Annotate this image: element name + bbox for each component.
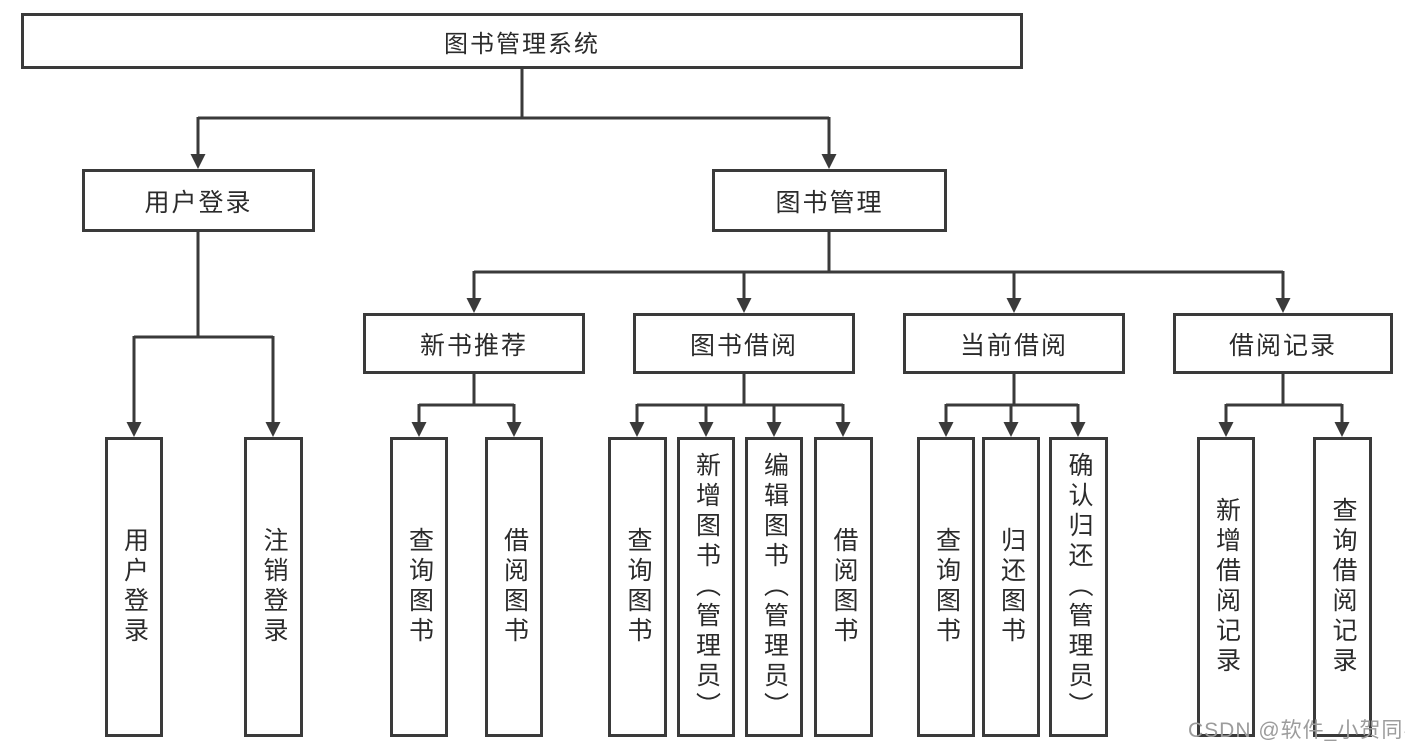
leaf-return-book: 归还图书 [982, 437, 1040, 737]
leaf-edit-book-admin: 编辑图书（管理员） [745, 437, 803, 737]
node-new-book-recommendation-label: 新书推荐 [419, 331, 528, 360]
leaf-add-borrow-record: 新增借阅记录 [1197, 437, 1255, 737]
node-borrow-records: 借阅记录 [1173, 313, 1393, 374]
leaf-add-borrow-record-label: 新增借阅记录 [1212, 497, 1241, 677]
leaf-query-borrow-record-label: 查询借阅记录 [1329, 497, 1357, 677]
leaf-logout: 注销登录 [244, 437, 303, 737]
node-borrow-records-label: 借阅记录 [1228, 331, 1337, 360]
leaf-query-book-borrowing-label: 查询图书 [624, 527, 652, 647]
node-new-book-recommendation: 新书推荐 [363, 313, 585, 374]
leaf-user-login: 用户登录 [105, 437, 163, 737]
leaf-borrow-book-recommendation-label: 借阅图书 [500, 527, 529, 647]
leaf-user-login-label: 用户登录 [120, 527, 149, 647]
node-book-management-label: 图书管理 [775, 188, 884, 217]
leaf-query-book-recommendation: 查询图书 [390, 437, 448, 737]
leaf-borrow-book-recommendation: 借阅图书 [485, 437, 543, 737]
csdn-watermark: CSDN @软件_小贺同学 [1188, 719, 1405, 742]
node-root: 图书管理系统 [21, 13, 1023, 69]
node-current-borrowing: 当前借阅 [903, 313, 1125, 374]
leaf-query-book-recommendation-label: 查询图书 [405, 527, 434, 647]
leaf-add-book-admin-label: 新增图书（管理员） [692, 452, 721, 722]
leaf-query-book-current: 查询图书 [917, 437, 975, 737]
node-book-borrowing-label: 图书借阅 [689, 331, 798, 360]
node-book-management: 图书管理 [712, 169, 947, 232]
leaf-query-book-current-label: 查询图书 [932, 527, 961, 647]
node-user-login: 用户登录 [82, 169, 315, 232]
node-root-label: 图书管理系统 [444, 30, 600, 58]
leaf-query-borrow-record: 查询借阅记录 [1313, 437, 1372, 737]
leaf-edit-book-admin-label: 编辑图书（管理员） [760, 452, 789, 722]
leaf-logout-label: 注销登录 [260, 527, 288, 647]
node-book-borrowing: 图书借阅 [633, 313, 855, 374]
leaf-confirm-return-admin-label: 确认归还（管理员） [1065, 452, 1093, 722]
leaf-query-book-borrowing: 查询图书 [608, 437, 667, 737]
leaf-return-book-label: 归还图书 [997, 527, 1026, 647]
leaf-borrow-book-borrowing: 借阅图书 [814, 437, 873, 737]
node-user-login-label: 用户登录 [144, 188, 253, 217]
leaf-add-book-admin: 新增图书（管理员） [677, 437, 735, 737]
leaf-borrow-book-borrowing-label: 借阅图书 [830, 527, 858, 647]
leaf-confirm-return-admin: 确认归还（管理员） [1049, 437, 1108, 737]
node-current-borrowing-label: 当前借阅 [959, 331, 1068, 360]
